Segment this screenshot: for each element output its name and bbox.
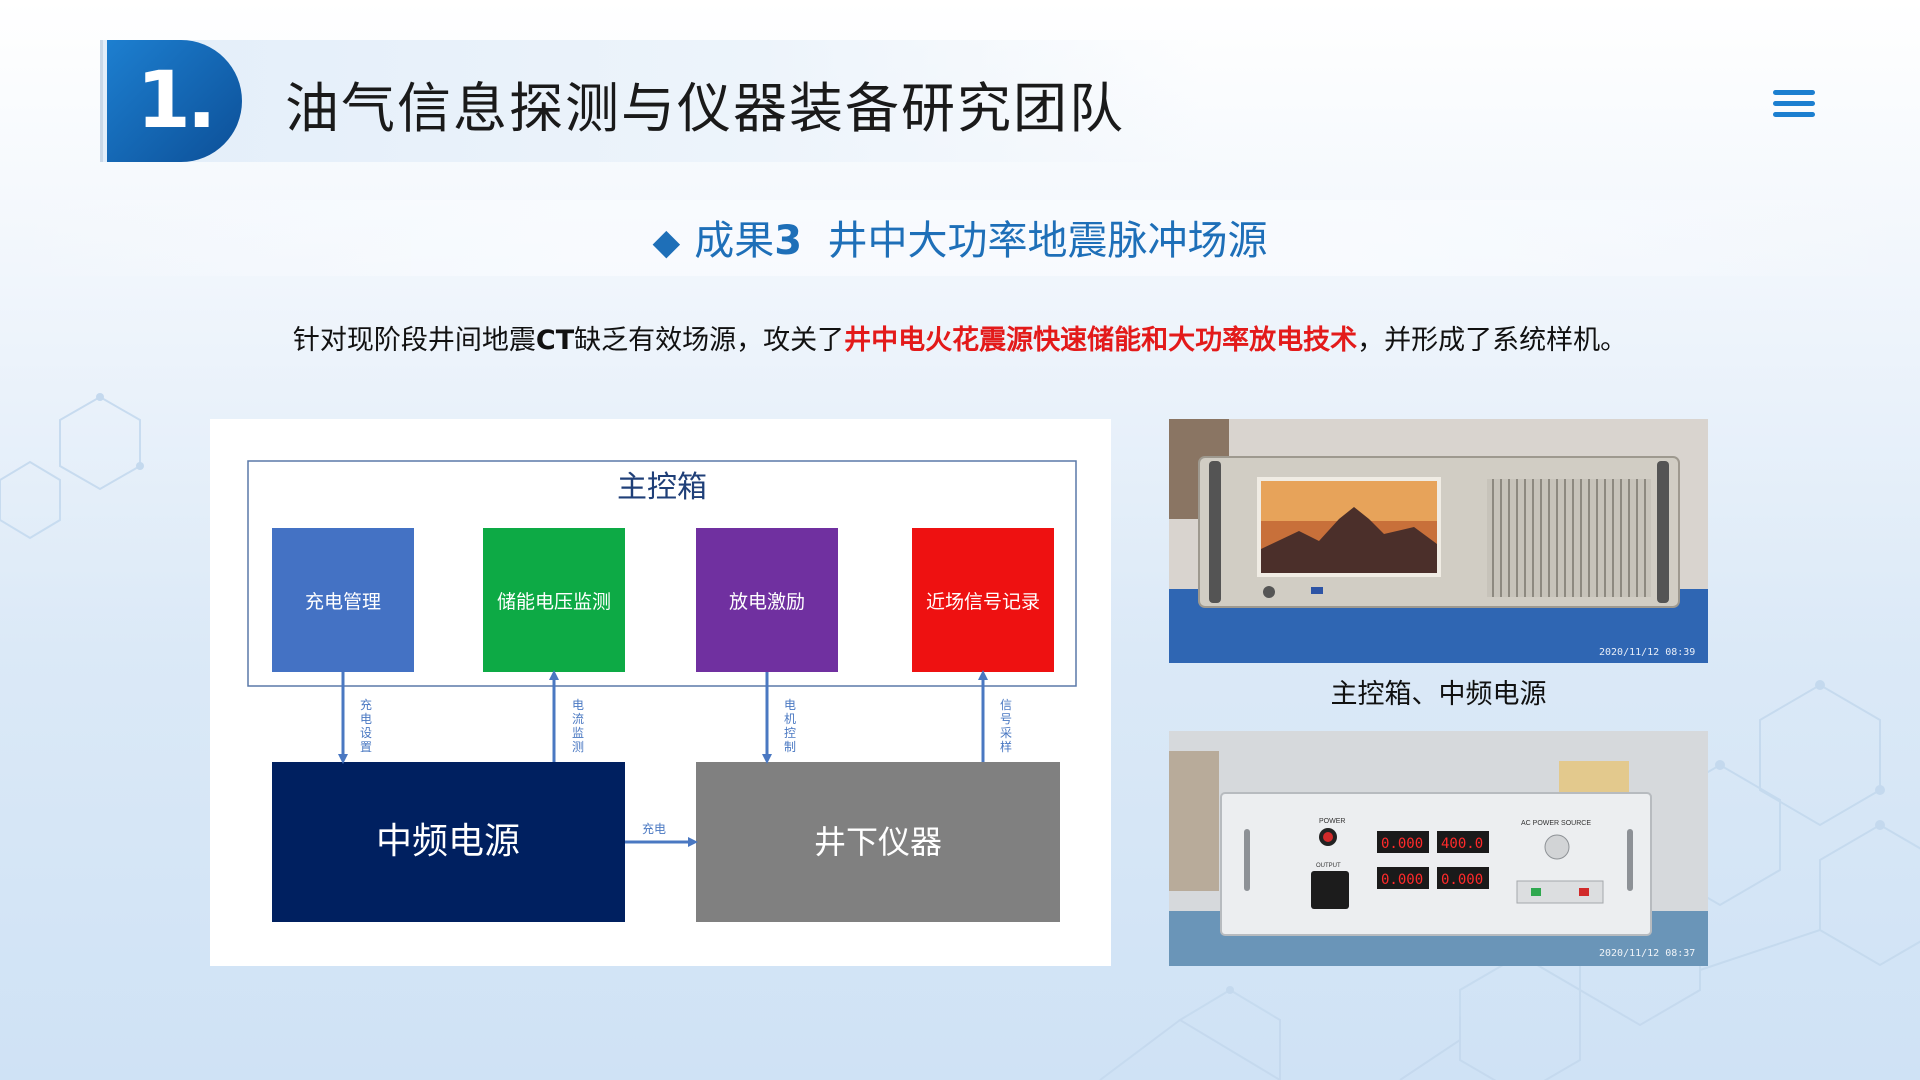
diagram-svg: 主控箱 充电管理 储能电压监测 放电激励 近场信号记录 中频电源 井下仪器 充电… (247, 460, 1077, 922)
subheading-band (0, 200, 1920, 276)
vertical-char: 测 (572, 740, 584, 754)
vertical-char: 样 (1000, 739, 1012, 754)
description-part1: 针对现阶段井间地震 (292, 325, 536, 356)
hamburger-menu-icon[interactable] (1773, 90, 1815, 118)
readout-4: 0.000 (1441, 872, 1483, 888)
readout-2: 400.0 (1441, 836, 1483, 852)
diamond-icon: ◆ (652, 222, 681, 263)
system-block-diagram: 主控箱 充电管理 储能电压监测 放电激励 近场信号记录 中频电源 井下仪器 充电… (210, 419, 1111, 966)
arrow-label-charge-setting: 充电设置 (360, 697, 372, 754)
vertical-char: 制 (784, 740, 796, 754)
description-highlight: 井中电火花震源快速储能和大功率放电技术 (844, 325, 1358, 356)
main-control-box-label: 主控箱 (617, 471, 707, 504)
description-part3: ，并形成了系统样机。 (1357, 325, 1628, 356)
mid-frequency-power-block (272, 762, 625, 922)
vertical-char: 机 (784, 712, 796, 726)
menu-line (1773, 101, 1815, 106)
module-label: 近场信号记录 (926, 591, 1040, 613)
photo-ac-power-source: POWER OUTPUT 0.000 400.0 0.000 0.000 AC … (1169, 731, 1708, 966)
section-number-badge: 1. (107, 40, 242, 162)
readout-3: 0.000 (1381, 872, 1423, 888)
brand-label: AC POWER SOURCE (1521, 820, 1591, 827)
vertical-char: 充 (360, 697, 372, 712)
page-title: 油气信息探测与仪器装备研究团队 (285, 77, 1125, 140)
vertical-char: 信 (1000, 698, 1012, 712)
subheading-title: 井中大功率地震脉冲场源 (827, 218, 1268, 264)
downhole-instrument-block (696, 762, 1060, 922)
vertical-char: 设 (360, 726, 372, 740)
description: 针对现阶段井间地震CT缺乏有效场源，攻关了井中电火花震源快速储能和大功率放电技术… (0, 318, 1920, 357)
module-label: 放电激励 (729, 591, 805, 613)
subheading-number: 3 (774, 218, 803, 264)
readout-1: 0.000 (1381, 836, 1423, 852)
photo-bottom-timestamp: 2020/11/12 08:37 (1599, 948, 1695, 959)
photo-main-control-box: 2020/11/12 08:39 (1169, 419, 1708, 663)
vertical-char: 流 (572, 712, 584, 726)
vertical-char: 电 (572, 698, 584, 712)
title-divider (100, 40, 103, 162)
main-control-box-outline (247, 460, 1077, 687)
vertical-char: 号 (1000, 712, 1012, 726)
arrow-label-charge: 充电 (642, 821, 666, 836)
module-nearfield-recorder (912, 528, 1054, 672)
module-voltage-monitor (483, 528, 625, 672)
module-discharge-excitation (696, 528, 838, 672)
photo-top-timestamp: 2020/11/12 08:39 (1599, 647, 1695, 658)
arrow-label-signal-sampling: 信号采样 (1000, 698, 1012, 754)
description-part2: 缺乏有效场源，攻关了 (574, 325, 845, 356)
module-charge-management (272, 528, 414, 672)
photo-main-control-box-drawing: 2020/11/12 08:39 (1169, 419, 1708, 663)
description-ct: CT (535, 325, 575, 356)
photo-caption: 主控箱、中频电源 (1330, 679, 1547, 710)
vertical-char: 电 (784, 698, 796, 712)
vertical-char: 采 (1000, 726, 1012, 740)
power-label: 中频电源 (376, 820, 520, 861)
downhole-label: 井下仪器 (814, 824, 942, 860)
title-bar (103, 40, 1200, 162)
power-switch-label: POWER (1319, 818, 1345, 825)
vertical-char: 监 (572, 726, 584, 740)
arrow-label-current-monitor: 电流监测 (572, 698, 584, 754)
vertical-char: 电 (360, 712, 372, 726)
menu-line (1773, 112, 1815, 117)
output-label: OUTPUT (1316, 863, 1341, 869)
subheading-prefix: 成果 (694, 218, 775, 264)
module-label: 充电管理 (305, 591, 381, 613)
menu-line (1773, 90, 1815, 95)
photo-ac-power-source-drawing: POWER OUTPUT 0.000 400.0 0.000 0.000 AC … (1169, 731, 1708, 966)
subheading: ◆ 成果3 井中大功率地震脉冲场源 (0, 208, 1920, 266)
arrow-label-motor-control: 电机控制 (784, 698, 796, 754)
module-label: 储能电压监测 (497, 591, 611, 613)
vertical-char: 控 (784, 726, 796, 740)
vertical-char: 置 (360, 740, 372, 754)
